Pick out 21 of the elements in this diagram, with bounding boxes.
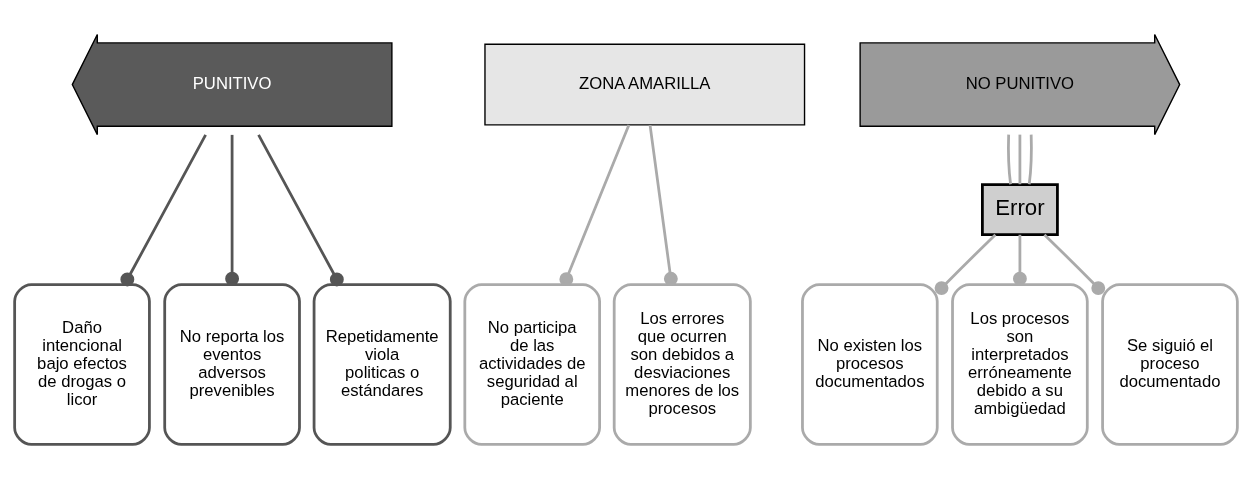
connector [648,124,678,286]
node-box: Se siguió el proceso documentado [1101,283,1239,446]
connector [1012,234,1027,286]
connector [120,134,207,287]
node-box: No reporta los eventos adversos prevenibles [163,283,301,446]
node-box: Repetidamente viola politicas o estándares [312,283,452,446]
connector [1007,134,1012,185]
node-box: No participa de las actividades de seguridad al paciente [463,283,601,446]
connector [225,134,240,286]
node-box: Daño intencional bajo efectos de drogas o licor [13,283,151,446]
connector [934,233,997,295]
node-box: Los procesos son interpretados erróneamente debido a su ambigüedad [951,283,1089,446]
connector [1043,233,1106,295]
connector [257,134,344,287]
node-box: Error [981,183,1059,237]
connector [559,124,631,287]
node-box: ZONA AMARILLA [484,43,806,126]
node-box: No existen los procesos documentados [801,283,939,446]
connector [1027,134,1033,185]
node-box: Los errores que ocurren son debidos a desviaciones menores de los procesos [612,283,752,446]
connector [1018,134,1022,185]
